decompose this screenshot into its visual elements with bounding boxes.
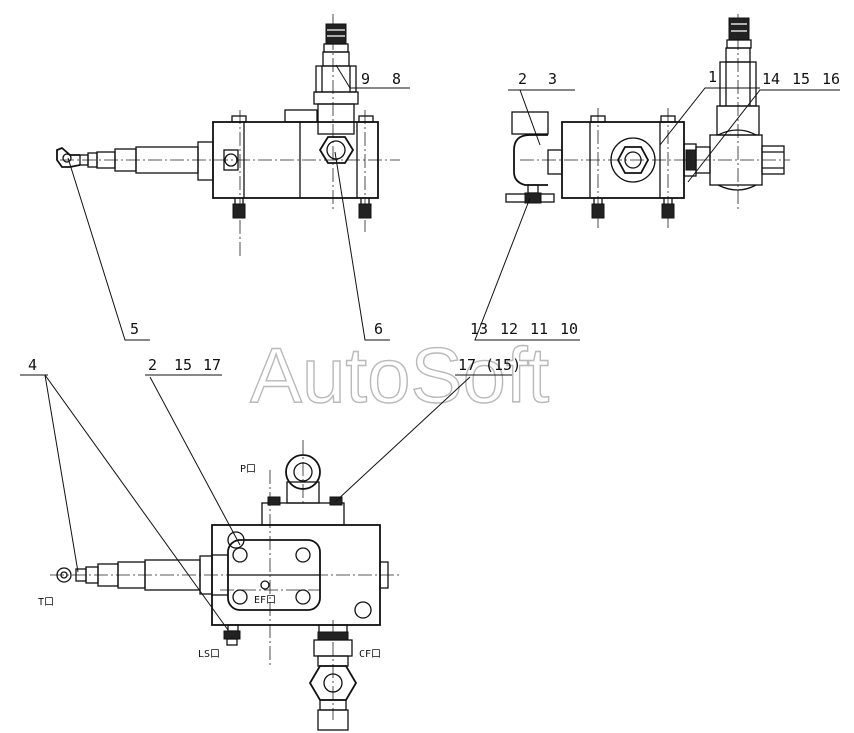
callout-leaders <box>20 64 840 631</box>
callout-6: 6 <box>374 320 383 338</box>
callout-8: 8 <box>392 70 401 88</box>
callout-2-top: 2 <box>518 70 527 88</box>
callout-17-left: 17 <box>203 356 221 374</box>
port-label-p: P口 <box>240 464 256 475</box>
callout-15-paren: (15) <box>485 356 521 374</box>
callout-10: 10 <box>560 320 578 338</box>
callout-15-bottom: 15 <box>174 356 192 374</box>
callout-13: 13 <box>470 320 488 338</box>
top-right-valve-view <box>505 14 790 228</box>
callout-12: 12 <box>500 320 518 338</box>
port-label-cf: CF口 <box>359 649 381 660</box>
callout-2-bottom: 2 <box>148 356 157 374</box>
callout-14: 14 <box>762 70 780 88</box>
callout-3: 3 <box>548 70 557 88</box>
port-labels: P口 T口 EF口 LS口 CF口 <box>38 464 381 660</box>
callout-numbers: 9 8 2 3 1 14 15 16 5 6 13 12 11 10 4 2 1… <box>28 68 840 374</box>
callout-16: 16 <box>822 70 840 88</box>
top-left-valve-view <box>56 14 400 258</box>
callout-4: 4 <box>28 356 37 374</box>
port-label-t: T口 <box>38 597 54 608</box>
port-label-ls: LS口 <box>198 649 220 660</box>
callout-5: 5 <box>130 320 139 338</box>
callout-11: 11 <box>530 320 548 338</box>
callout-17-right: 17 <box>458 356 476 374</box>
bottom-valve-view <box>50 440 400 731</box>
callout-9: 9 <box>361 70 370 88</box>
callout-15-top: 15 <box>792 70 810 88</box>
port-label-ef: EF口 <box>254 595 276 606</box>
callout-1: 1 <box>708 68 717 86</box>
